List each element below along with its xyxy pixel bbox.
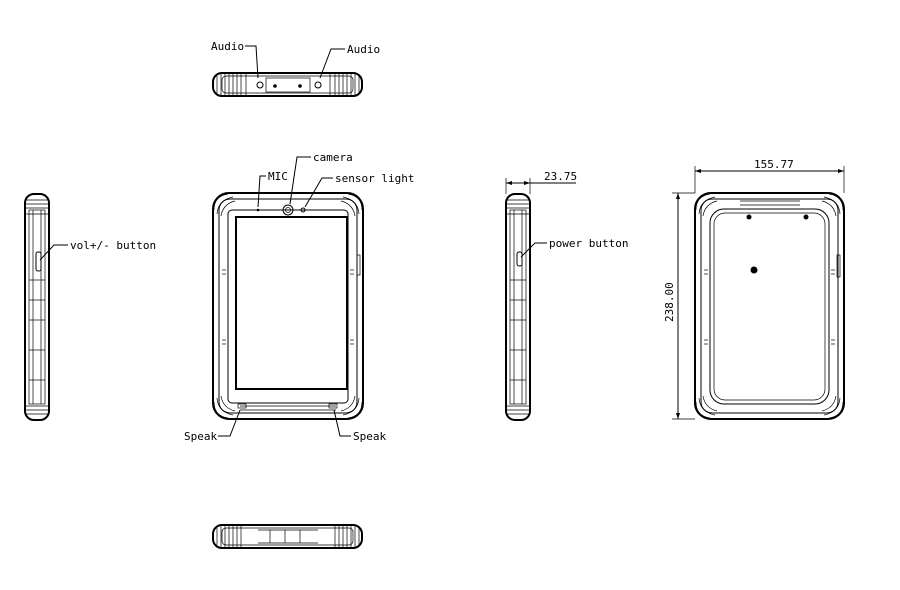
height-value: 238.00 bbox=[663, 282, 676, 322]
power-button-leader bbox=[520, 242, 547, 258]
thickness-dimension bbox=[505, 178, 576, 194]
sensor-light-label: sensor light bbox=[335, 172, 414, 185]
speak-right-label: Speak bbox=[353, 430, 386, 443]
mic-label: MIC bbox=[268, 170, 288, 183]
power-button-label: power button bbox=[549, 237, 628, 250]
right-side-view bbox=[505, 193, 531, 421]
width-dimension bbox=[694, 166, 845, 193]
front-view bbox=[212, 192, 364, 420]
audio-left-label: Audio bbox=[211, 40, 244, 53]
speak-left-label: Speak bbox=[184, 430, 217, 443]
camera-leader bbox=[289, 156, 311, 205]
audio-left-leader bbox=[245, 45, 259, 79]
camera-label: camera bbox=[313, 151, 353, 164]
mic-leader bbox=[257, 175, 266, 208]
audio-right-label: Audio bbox=[347, 43, 380, 56]
left-side-view bbox=[24, 193, 50, 421]
sensor-light-leader bbox=[304, 177, 333, 208]
width-value: 155.77 bbox=[754, 158, 794, 171]
front-camera bbox=[282, 204, 294, 216]
speak-right-leader bbox=[333, 409, 351, 437]
vol-button-leader bbox=[39, 244, 68, 261]
speak-left-leader bbox=[218, 409, 241, 437]
height-dimension bbox=[672, 192, 695, 420]
vol-button-label: vol+/- button bbox=[70, 239, 156, 252]
front-screen bbox=[235, 216, 348, 390]
thickness-value: 23.75 bbox=[544, 170, 577, 183]
audio-right-leader bbox=[319, 48, 345, 79]
back-view bbox=[694, 192, 845, 420]
top-view bbox=[212, 72, 363, 97]
bottom-view bbox=[212, 524, 363, 549]
